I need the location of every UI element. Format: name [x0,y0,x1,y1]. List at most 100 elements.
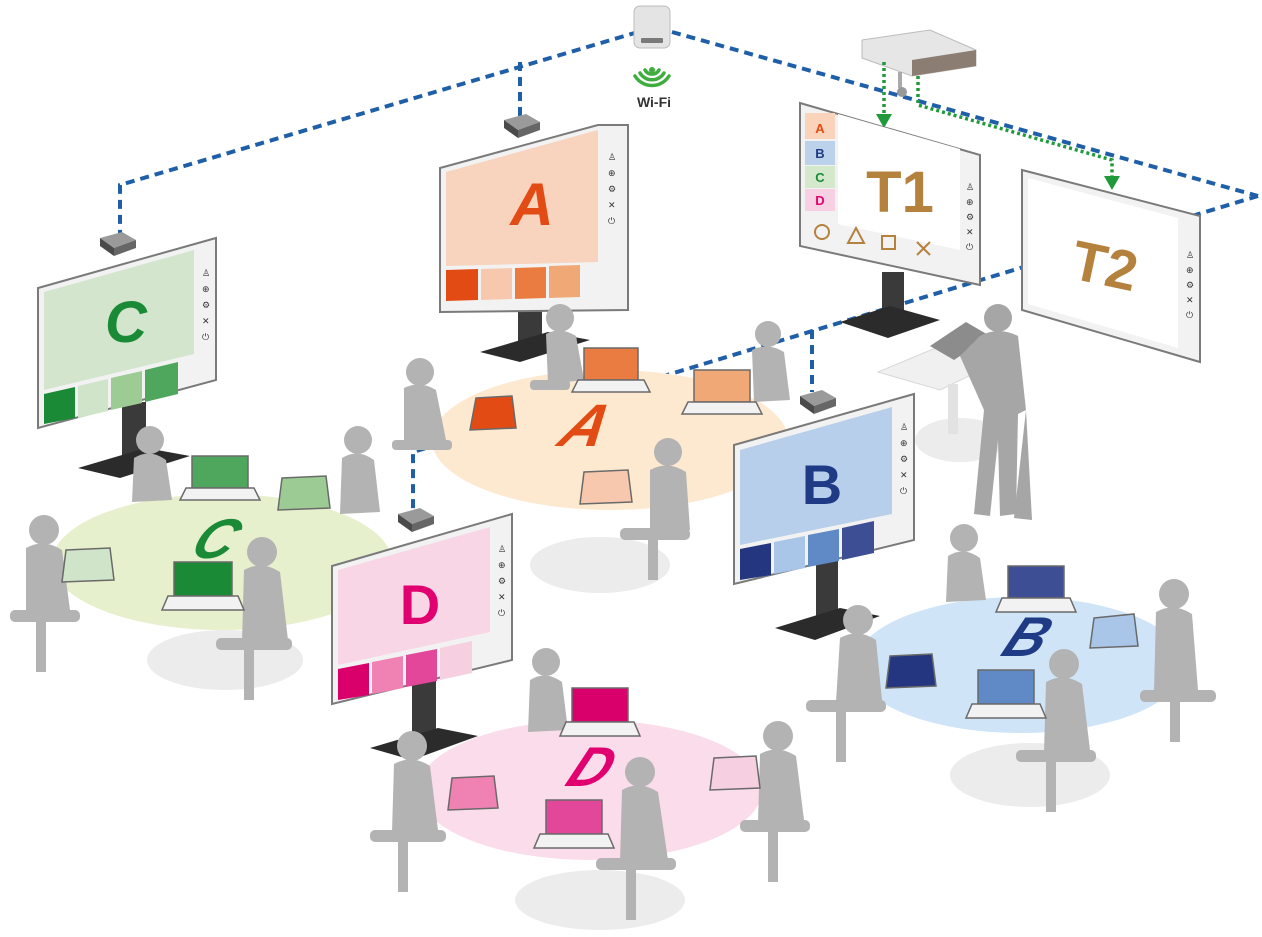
student-silhouette [392,358,452,450]
receivers [100,114,836,532]
tablet-icon [579,469,633,505]
student-silhouette [132,426,172,502]
receiver-box [504,114,540,130]
board-toolbar: ♙⊕⚙✕⏻ [966,183,974,253]
student-silhouette [528,648,568,732]
laptop-icon [570,347,652,393]
teacher-tablet [930,322,990,360]
board-a-tile [549,265,580,298]
receiver-box [504,120,518,138]
svg-text:♙: ♙ [202,269,210,279]
teacher-silhouette [960,304,1032,520]
wifi-label: Wi-Fi [636,94,672,110]
student-silhouette [596,757,676,920]
board-a: A ♙⊕⚙✕⏻ [439,124,629,362]
network-connections [118,30,1259,512]
floor-shadow [530,537,670,593]
svg-text:♙: ♙ [498,545,506,555]
board-d-screen [338,527,490,665]
svg-text:⏻: ⏻ [900,486,907,497]
tablet-icon [469,395,517,431]
board-c-screen [44,250,194,390]
board-t2-screen [1028,178,1178,348]
svg-text:⊕: ⊕ [1186,266,1194,276]
board-b: B ♙⊕⚙✕⏻ [733,392,915,640]
t1-shape-row [814,224,931,256]
arrow-head-t1 [876,114,892,128]
board-c-tile [145,362,178,402]
projector-arrows [882,62,1114,180]
table-d-floor [418,720,762,860]
svg-text:⚙: ⚙ [1186,281,1194,291]
tablet-icon [1089,613,1139,649]
board-b-tile [740,543,771,580]
tablet-icon [885,653,937,689]
receiver-box [518,122,540,138]
circle-icon [814,224,830,240]
square-icon [881,235,896,250]
receiver-box [800,390,836,406]
svg-text:⊕: ⊕ [608,169,616,179]
board-c-tile [111,371,142,410]
svg-text:♙: ♙ [900,423,908,433]
t1-group-tile [805,141,835,165]
student-silhouette [530,304,584,390]
board-t1: A B C D T1 ♙⊕⚙✕⏻ [799,101,981,338]
svg-text:⊕: ⊕ [498,561,506,571]
board-a-tile [515,267,546,299]
student-silhouette [1140,579,1216,742]
student-silhouette [370,731,446,892]
board-d-tile [406,649,437,687]
cross-icon [916,241,931,256]
svg-text:⏻: ⏻ [1186,310,1193,321]
board-c-label: C [105,290,148,355]
board-d-label: D [400,573,440,636]
t1-group-label: D [815,193,824,208]
laptop-icon [994,565,1078,613]
student-silhouette [340,426,380,514]
triangle-icon [846,225,866,244]
svg-text:✕: ✕ [202,317,210,327]
svg-text:⏻: ⏻ [498,608,505,619]
board-t1-label: T1 [866,160,934,225]
board-toolbar: ♙⊕⚙✕⏻ [498,545,506,619]
student-silhouette [946,524,986,602]
board-t2: T2 ♙⊕⚙✕⏻ [1021,168,1201,364]
board-d: D ♙⊕⚙✕⏻ [331,512,513,760]
board-d-tile [440,641,472,680]
board-b-tile [774,536,805,574]
student-devices [61,347,1139,849]
svg-text:⏻: ⏻ [608,216,615,227]
tablet-icon [277,475,331,511]
svg-text:✕: ✕ [498,593,506,603]
board-toolbar: ♙⊕⚙✕⏻ [1186,251,1194,321]
t1-group-label: C [815,170,825,185]
tablet-icon [61,547,115,583]
receiver-box [100,232,136,248]
board-toolbar: ♙⊕⚙✕⏻ [608,153,616,227]
projector [861,29,977,97]
board-d-tile [372,656,403,694]
board-b-tile [808,529,839,567]
svg-text:⏻: ⏻ [966,242,973,253]
receiver-box [814,398,836,414]
network-line-ap-to-c [118,30,639,236]
svg-text:⊕: ⊕ [900,439,908,449]
receiver-box [398,508,434,524]
board-c: C ♙⊕⚙✕⏻ [37,236,217,478]
wifi-icon [633,68,671,88]
tablet-icon [709,755,761,791]
board-b-tile [842,521,874,560]
network-line-to-d [411,194,1259,512]
t1-group-tile [805,166,835,188]
board-a-tile [446,269,478,301]
floor-shadow [515,870,685,930]
receiver-box [412,516,434,532]
svg-text:⚙: ⚙ [202,301,210,311]
svg-text:⚙: ⚙ [966,213,974,223]
student-silhouette [10,515,80,672]
board-a-label: A [508,171,553,238]
laptop-icon [178,455,262,501]
student-silhouette [740,721,810,882]
svg-text:⊕: ⊕ [966,198,974,208]
